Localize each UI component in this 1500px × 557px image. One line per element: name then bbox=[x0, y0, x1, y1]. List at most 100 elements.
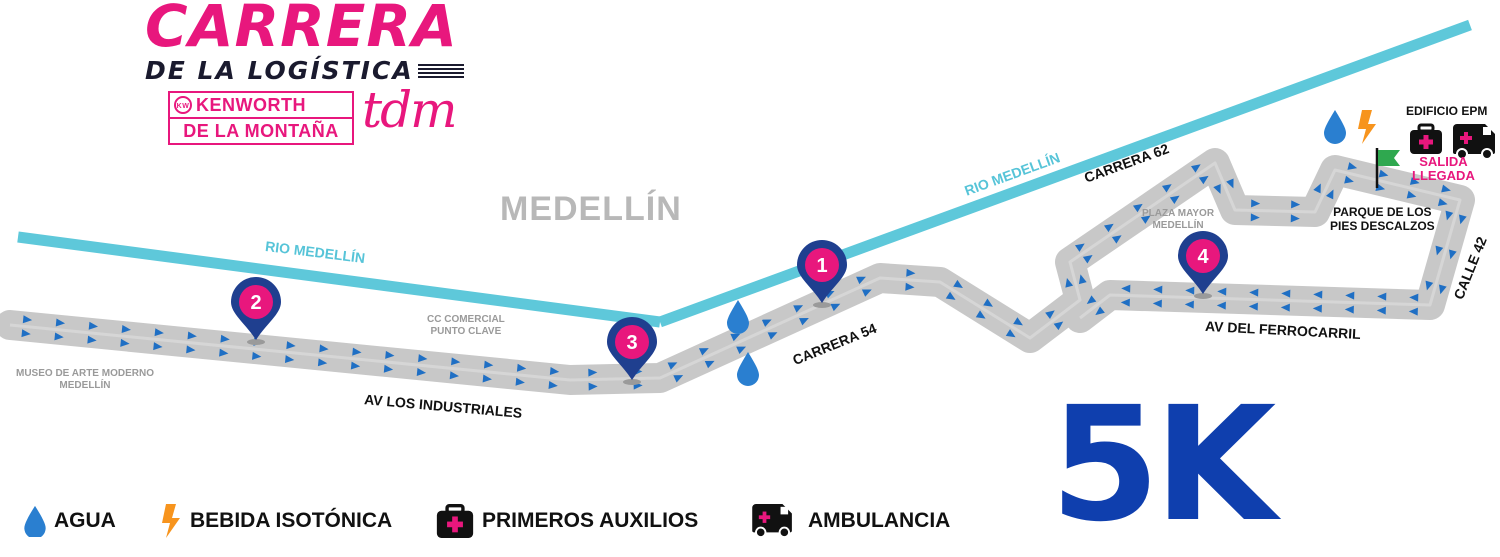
route-arrow bbox=[673, 375, 684, 383]
start-label: SALIDA bbox=[1419, 154, 1468, 169]
route-arrow bbox=[252, 351, 262, 360]
route-arrow bbox=[736, 346, 747, 354]
route-arrow bbox=[1121, 284, 1131, 293]
svg-text:3: 3 bbox=[626, 332, 637, 354]
place-line: PIES DESCALZOS bbox=[1330, 219, 1435, 233]
legend-label: PRIMEROS AUXILIOS bbox=[482, 509, 699, 532]
route-arrow bbox=[1344, 305, 1354, 314]
route-arrow bbox=[1425, 280, 1434, 291]
place-line: MEDELLÍN bbox=[59, 380, 111, 391]
kenworth-emblem-icon: KW bbox=[174, 96, 192, 114]
legend-item-agua: AGUA bbox=[24, 503, 116, 539]
event-subtitle: DE LA LOGÍSTICA bbox=[145, 56, 464, 85]
legend-label: AMBULANCIA bbox=[808, 509, 951, 532]
route-arrow bbox=[906, 268, 916, 277]
route-arrow bbox=[1313, 183, 1321, 194]
water-drop-icon bbox=[727, 300, 749, 334]
start-finish-flag-icon bbox=[1375, 148, 1400, 188]
route-arrow bbox=[120, 338, 130, 347]
route-arrow bbox=[451, 357, 461, 366]
route-inner-line bbox=[9, 161, 1462, 382]
route-arrow bbox=[983, 298, 993, 307]
route-arrow bbox=[549, 367, 560, 376]
route-arrow bbox=[416, 368, 427, 376]
route-arrow bbox=[1198, 175, 1209, 185]
checkpoint-marker-3[interactable]: 3 bbox=[607, 317, 657, 385]
place-label-cc-punto-clave: CC COMERCIAL PUNTO CLAVE bbox=[427, 314, 505, 338]
checkpoint-marker-2[interactable]: 2 bbox=[231, 277, 281, 345]
place-line: PUNTO CLAVE bbox=[430, 326, 502, 337]
route-arrow bbox=[1291, 200, 1301, 209]
route-arrow bbox=[1249, 288, 1259, 297]
race-distance: 5K bbox=[1050, 373, 1276, 557]
legend-label: BEBIDA ISOTÓNICA bbox=[190, 509, 393, 532]
route-arrow bbox=[1111, 235, 1122, 244]
route-arrow bbox=[1406, 190, 1417, 199]
svg-text:4: 4 bbox=[1197, 246, 1209, 268]
route-arrow bbox=[1448, 249, 1457, 260]
route-arrow bbox=[352, 347, 362, 356]
route-arrow bbox=[1184, 300, 1194, 309]
start-finish-label: SALIDA LLEGADA bbox=[1412, 155, 1475, 183]
route-arrow bbox=[1074, 243, 1085, 252]
route-arrow bbox=[1345, 291, 1355, 300]
sponsor-name: KENWORTH bbox=[196, 95, 306, 115]
route-arrow bbox=[319, 344, 329, 353]
route-arrow bbox=[1053, 321, 1064, 331]
route-arrow bbox=[286, 341, 296, 350]
route-arrow bbox=[121, 324, 131, 333]
sponsor-row-top: KW KENWORTH bbox=[170, 93, 352, 119]
route-arrow bbox=[975, 310, 986, 319]
route-arrow bbox=[350, 361, 361, 370]
route-arrow bbox=[1152, 299, 1162, 308]
route-arrow bbox=[799, 318, 809, 326]
route-arrow bbox=[1347, 162, 1358, 170]
route-arrow bbox=[220, 334, 230, 343]
route-arrow bbox=[1120, 298, 1130, 307]
route-arrow bbox=[154, 328, 164, 337]
water-drop-icon bbox=[1324, 110, 1346, 144]
legend-item-bebida-isotonica: BEBIDA ISOTÓNICA bbox=[160, 503, 392, 539]
sponsor-region: DE LA MONTAÑA bbox=[183, 121, 339, 141]
sponsor-logo-kenworth: KW KENWORTH DE LA MONTAÑA bbox=[168, 91, 354, 145]
route-arrow bbox=[588, 368, 598, 377]
route-arrow bbox=[385, 350, 395, 359]
route-arrow bbox=[761, 319, 772, 327]
route-arrow bbox=[87, 335, 97, 344]
route-arrow bbox=[483, 360, 494, 369]
route-arrow bbox=[449, 371, 459, 380]
event-title: CARRERA bbox=[145, 0, 458, 60]
checkpoint-marker-4[interactable]: 4 bbox=[1178, 231, 1228, 299]
route-arrow bbox=[186, 345, 196, 354]
route-arrow bbox=[54, 332, 64, 341]
route-arrow bbox=[1281, 289, 1291, 298]
route-arrow bbox=[21, 329, 31, 338]
route-arrow bbox=[418, 354, 428, 363]
route-arrow bbox=[767, 332, 778, 340]
route-arrow bbox=[1435, 245, 1444, 256]
route-arrow bbox=[516, 363, 527, 372]
place-line: CC COMERCIAL bbox=[427, 314, 505, 325]
river-medellin-west bbox=[17, 231, 661, 328]
route-arrow bbox=[1153, 285, 1163, 294]
place-line: MEDELLÍN bbox=[1152, 220, 1204, 231]
route-arrow bbox=[1078, 274, 1087, 285]
route-arrow bbox=[1408, 307, 1418, 316]
legend-item-ambulancia: AMBULANCIA bbox=[746, 503, 950, 539]
route-arrow bbox=[1445, 210, 1454, 221]
route-arrow bbox=[1377, 292, 1387, 301]
route-arrow bbox=[1190, 164, 1201, 173]
route-arrow bbox=[1082, 255, 1093, 264]
place-label-parque-pies-descalzos: PARQUE DE LOS PIES DESCALZOS bbox=[1330, 205, 1435, 233]
route-arrow bbox=[1132, 203, 1143, 213]
route-arrow bbox=[219, 348, 229, 357]
route-arrow bbox=[1213, 183, 1221, 194]
route-arrow bbox=[1409, 293, 1419, 302]
lightning-icon bbox=[1358, 110, 1376, 144]
route-arrow bbox=[1226, 178, 1234, 189]
route-arrow bbox=[830, 303, 841, 312]
checkpoint-marker-1[interactable]: 1 bbox=[797, 240, 847, 308]
route-arrow bbox=[1045, 310, 1055, 320]
route-arrow bbox=[704, 360, 715, 369]
route-arrow bbox=[1376, 306, 1386, 315]
